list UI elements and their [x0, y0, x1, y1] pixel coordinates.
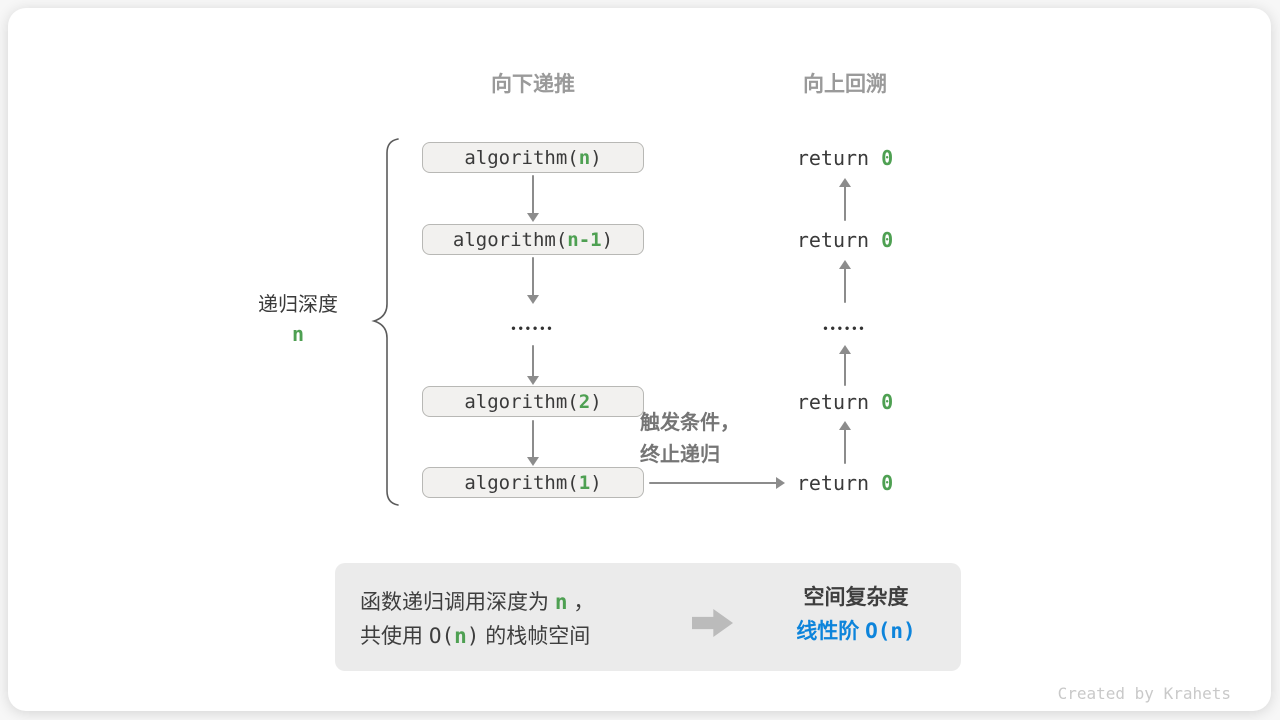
- arrow-down-icon: [527, 420, 539, 466]
- summary-var-n: n: [454, 624, 467, 648]
- result-complexity-code: O(n): [865, 619, 916, 643]
- arrow-up-icon: [839, 178, 851, 221]
- return-value: 0: [881, 146, 894, 170]
- summary-line-2: 共使用 O(n) 的栈帧空间: [360, 624, 591, 648]
- return-row: return 0: [796, 390, 894, 414]
- depth-label: 递归深度: [258, 294, 338, 316]
- call-box-n-1: algorithm(n-1): [422, 224, 644, 255]
- trigger-condition-line2: 终止递归: [640, 444, 720, 466]
- header-downward-recursion: 向下递推: [491, 73, 575, 96]
- call-arg: n: [578, 146, 591, 169]
- arrow-right-icon: [649, 477, 785, 489]
- return-row: return 0: [796, 471, 894, 495]
- ellipsis-dots-right: ••••••: [823, 321, 867, 335]
- call-text: algorithm(: [464, 390, 579, 413]
- arrow-up-icon: [839, 260, 851, 303]
- result-value: 线性阶 O(n): [796, 619, 916, 643]
- summary-line-1: 函数递归调用深度为 n ，: [360, 590, 595, 614]
- arrow-down-icon: [527, 345, 539, 385]
- arrow-up-icon: [839, 345, 851, 386]
- header-upward-backtrack: 向上回溯: [803, 73, 887, 96]
- call-arg: 2: [578, 390, 591, 413]
- return-row: return 0: [796, 146, 894, 170]
- call-text: algorithm(: [464, 471, 579, 494]
- trigger-condition-line1: 触发条件，: [640, 412, 740, 434]
- arrow-down-icon: [527, 257, 539, 304]
- diagram-card: 向下递推 向上回溯 递归深度 n algorithm(n) algorithm(…: [8, 8, 1271, 711]
- arrow-down-icon: [527, 175, 539, 222]
- depth-value: n: [291, 322, 305, 346]
- return-value: 0: [881, 390, 894, 414]
- call-box-1: algorithm(1): [422, 467, 644, 498]
- curly-brace: [371, 138, 399, 506]
- call-box-n: algorithm(n): [422, 142, 644, 173]
- call-arg: 1: [578, 471, 591, 494]
- call-arg: n-1: [567, 228, 602, 251]
- return-row: return 0: [796, 228, 894, 252]
- summary-panel: 函数递归调用深度为 n ， 共使用 O(n) 的栈帧空间 空间复杂度 线性阶 O…: [335, 563, 961, 671]
- result-title: 空间复杂度: [803, 586, 909, 609]
- call-text: algorithm(: [452, 228, 568, 251]
- return-value: 0: [881, 228, 894, 252]
- call-text: algorithm(: [464, 146, 579, 169]
- credit-text: Created by Krahets: [1057, 684, 1231, 703]
- summary-var-n: n: [554, 590, 568, 614]
- call-box-2: algorithm(2): [422, 386, 644, 417]
- return-value: 0: [881, 471, 894, 495]
- arrow-up-icon: [839, 421, 851, 464]
- ellipsis-dots-left: ••••••: [511, 321, 555, 335]
- block-arrow-right-icon: [692, 609, 733, 637]
